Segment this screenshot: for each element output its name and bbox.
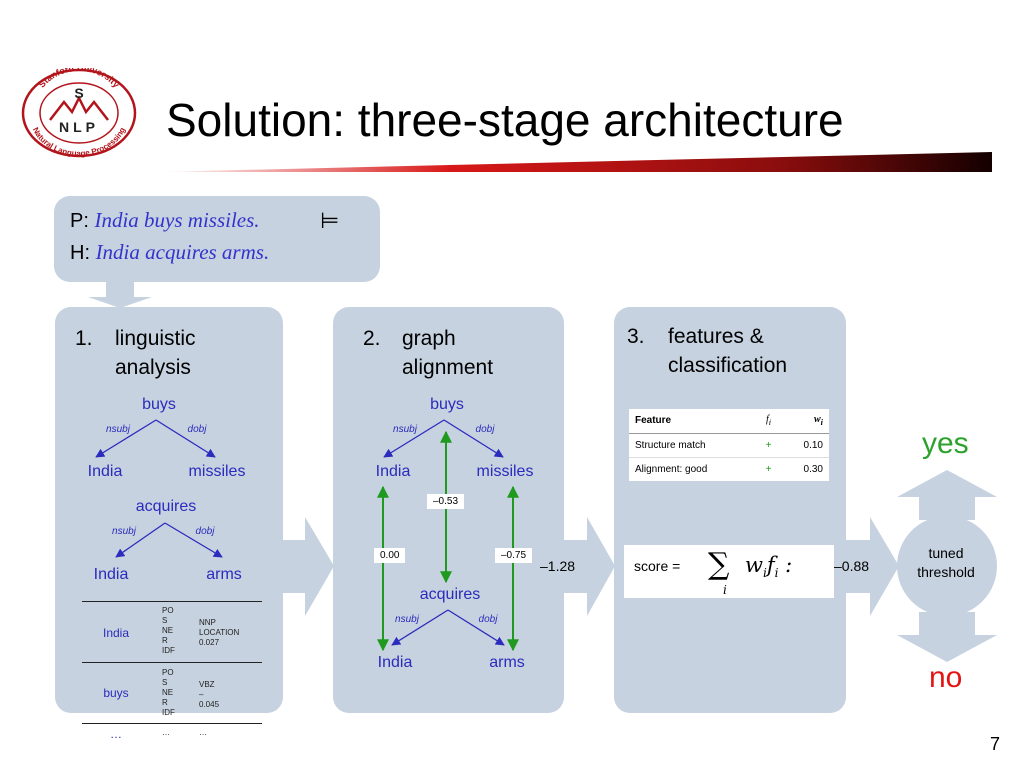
alignment-total-score: –1.28	[540, 558, 576, 574]
feature-sign: +	[755, 456, 782, 481]
feature-name: Alignment: good	[629, 456, 756, 481]
header-wi: wi	[781, 409, 829, 434]
threshold-down-arrow	[897, 612, 997, 662]
table-row: Alignment: good + 0.30	[629, 456, 829, 481]
header-fi-subscript: i	[768, 418, 772, 428]
svg-text:S: S	[74, 85, 83, 101]
stanford-nlp-logo: Stanford University Natural Language Pro…	[21, 68, 137, 158]
entails-symbol: ⊨	[320, 209, 340, 234]
score-value: –0.88	[834, 558, 870, 574]
stage-graph-alignment: 2. graph alignment	[333, 307, 564, 713]
header-wi-subscript: i	[820, 418, 823, 428]
threshold-up-arrow	[897, 470, 997, 520]
sum-symbol: ∑	[708, 547, 730, 582]
tree-node: India	[375, 463, 411, 480]
table-word: India	[102, 626, 130, 640]
header-feature: Feature	[629, 409, 756, 434]
tree-node: arms	[489, 654, 525, 671]
tree-node: India	[377, 654, 413, 671]
tree-node-root: acquires	[135, 498, 197, 515]
tree-edge-label: dobj	[478, 614, 498, 625]
feature-sign: +	[755, 432, 782, 457]
feature-weight: 0.30	[781, 456, 829, 481]
table-feature-names: …	[162, 728, 170, 737]
tree-node-root: acquires	[419, 586, 481, 603]
tree-node: missiles	[188, 463, 246, 480]
tree-node: missiles	[476, 463, 534, 480]
premise-text: India buys missiles.	[94, 208, 260, 232]
feature-table: Feature fi wi Structure match + 0.10 Ali…	[629, 409, 829, 481]
table-feature-values: …	[199, 728, 207, 737]
title-underline-bar	[158, 152, 992, 172]
stage-linguistic-analysis: 1. linguistic analysis	[55, 307, 283, 713]
table-feature-names: PO S NE R IDF	[162, 668, 175, 717]
premise-tag: P:	[70, 210, 89, 232]
hypothesis-tag: H:	[70, 242, 90, 264]
tree-edge-label: nsubj	[393, 424, 417, 435]
stage-title: linguistic analysis	[115, 327, 196, 379]
alignment-cost-buys: –0.53	[427, 494, 465, 509]
tree-edge-label: dobj	[475, 424, 495, 435]
tree-edge-label: nsubj	[112, 526, 136, 537]
threshold-label: tuned threshold	[917, 545, 975, 580]
svg-text:NLP: NLP	[59, 119, 99, 135]
arrow-ph-to-stage1	[88, 282, 152, 308]
tree-edge-label: dobj	[195, 526, 215, 537]
score-label: score =	[634, 558, 681, 574]
stage-number: 2.	[363, 327, 381, 350]
page-number: 7	[990, 734, 1001, 754]
stage-number: 3.	[627, 325, 645, 348]
header-fi: fi	[755, 409, 782, 434]
yes-label: yes	[922, 427, 969, 460]
table-row: Structure match + 0.10	[629, 432, 829, 457]
alignment-cost-missiles: –0.75	[495, 548, 533, 563]
slide-title: Solution: three-stage architecture	[166, 94, 844, 146]
alignment-cost-india: 0.00	[374, 548, 406, 563]
table-feature-values: NNP LOCATION 0.027	[199, 618, 240, 647]
tree-node-root: buys	[430, 396, 464, 413]
tree-edge-label: nsubj	[395, 614, 419, 625]
header-fi-symbol: f	[765, 414, 769, 426]
score-formula: ∑ i wifi :	[708, 547, 792, 598]
stage-number: 1.	[75, 327, 93, 350]
tree-edge-label: nsubj	[106, 424, 130, 435]
formula-terms: wifi :	[745, 553, 793, 581]
stage-features-classification: 3. features & classification	[614, 307, 846, 713]
stage-title: graph alignment	[402, 327, 494, 379]
table-rule	[82, 662, 262, 663]
tree-node-root: buys	[142, 396, 176, 413]
table-word: buys	[103, 686, 129, 700]
table-word: …	[110, 727, 122, 741]
table-rule	[82, 723, 262, 724]
table-feature-values: VBZ – 0.045	[199, 680, 220, 709]
header-wi-symbol: w	[814, 414, 821, 426]
tree-node: India	[93, 566, 129, 583]
tree-edge-label: dobj	[187, 424, 207, 435]
score-formula-box	[624, 545, 834, 598]
tree-node: India	[87, 463, 123, 480]
table-feature-names: PO S NE R IDF	[162, 606, 175, 655]
hypothesis-text: India acquires arms.	[95, 240, 270, 264]
stage-title: features & classification	[668, 325, 788, 377]
sum-index: i	[723, 583, 727, 597]
premise-line: P: India buys missiles.	[70, 206, 260, 235]
feature-weight: 0.10	[781, 432, 829, 457]
arrow-stage1-to-stage2	[283, 517, 334, 616]
hypothesis-line: H: India acquires arms.	[70, 238, 269, 267]
table-rule	[82, 601, 262, 602]
premise-hypothesis-box: P: India buys missiles. H: India acquire…	[54, 196, 380, 282]
no-label: no	[929, 661, 963, 694]
tree-node: arms	[206, 566, 242, 583]
feature-name: Structure match	[629, 432, 756, 457]
table-header-row: Feature fi wi	[629, 409, 829, 434]
